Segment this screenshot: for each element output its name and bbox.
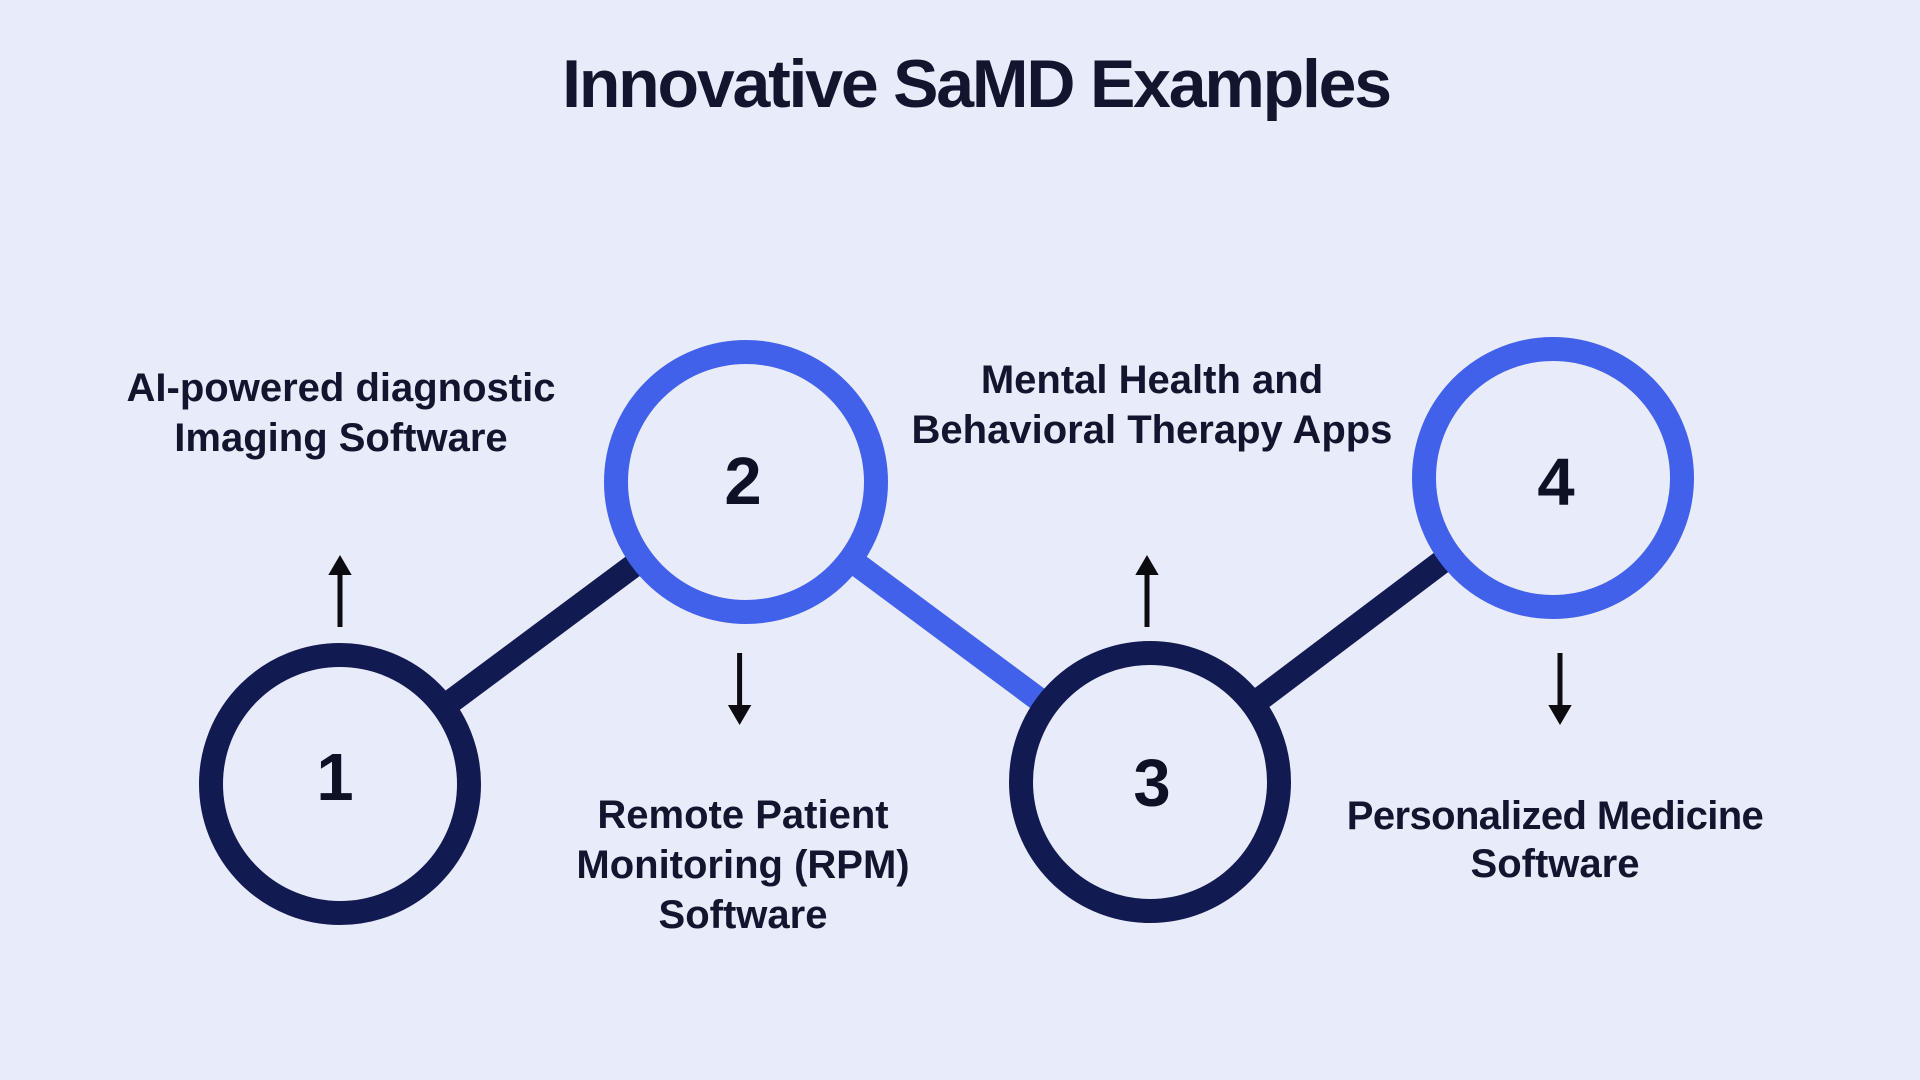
svg-text:3: 3 xyxy=(1133,746,1170,821)
svg-text:2: 2 xyxy=(724,444,761,519)
svg-text:Monitoring (RPM): Monitoring (RPM) xyxy=(576,843,909,887)
svg-text:Innovative SaMD Examples: Innovative SaMD Examples xyxy=(562,46,1390,122)
svg-text:Software: Software xyxy=(1471,842,1640,886)
svg-text:1: 1 xyxy=(316,740,353,815)
svg-text:Mental Health and: Mental Health and xyxy=(981,358,1323,402)
svg-text:Personalized Medicine: Personalized Medicine xyxy=(1347,794,1763,838)
svg-text:Behavioral Therapy Apps: Behavioral Therapy Apps xyxy=(912,408,1393,452)
svg-text:Remote Patient: Remote Patient xyxy=(597,793,888,837)
svg-text:AI-powered diagnostic: AI-powered diagnostic xyxy=(127,366,556,410)
svg-text:4: 4 xyxy=(1537,445,1574,520)
svg-text:Software: Software xyxy=(659,893,828,937)
svg-text:Imaging Software: Imaging Software xyxy=(174,416,507,460)
